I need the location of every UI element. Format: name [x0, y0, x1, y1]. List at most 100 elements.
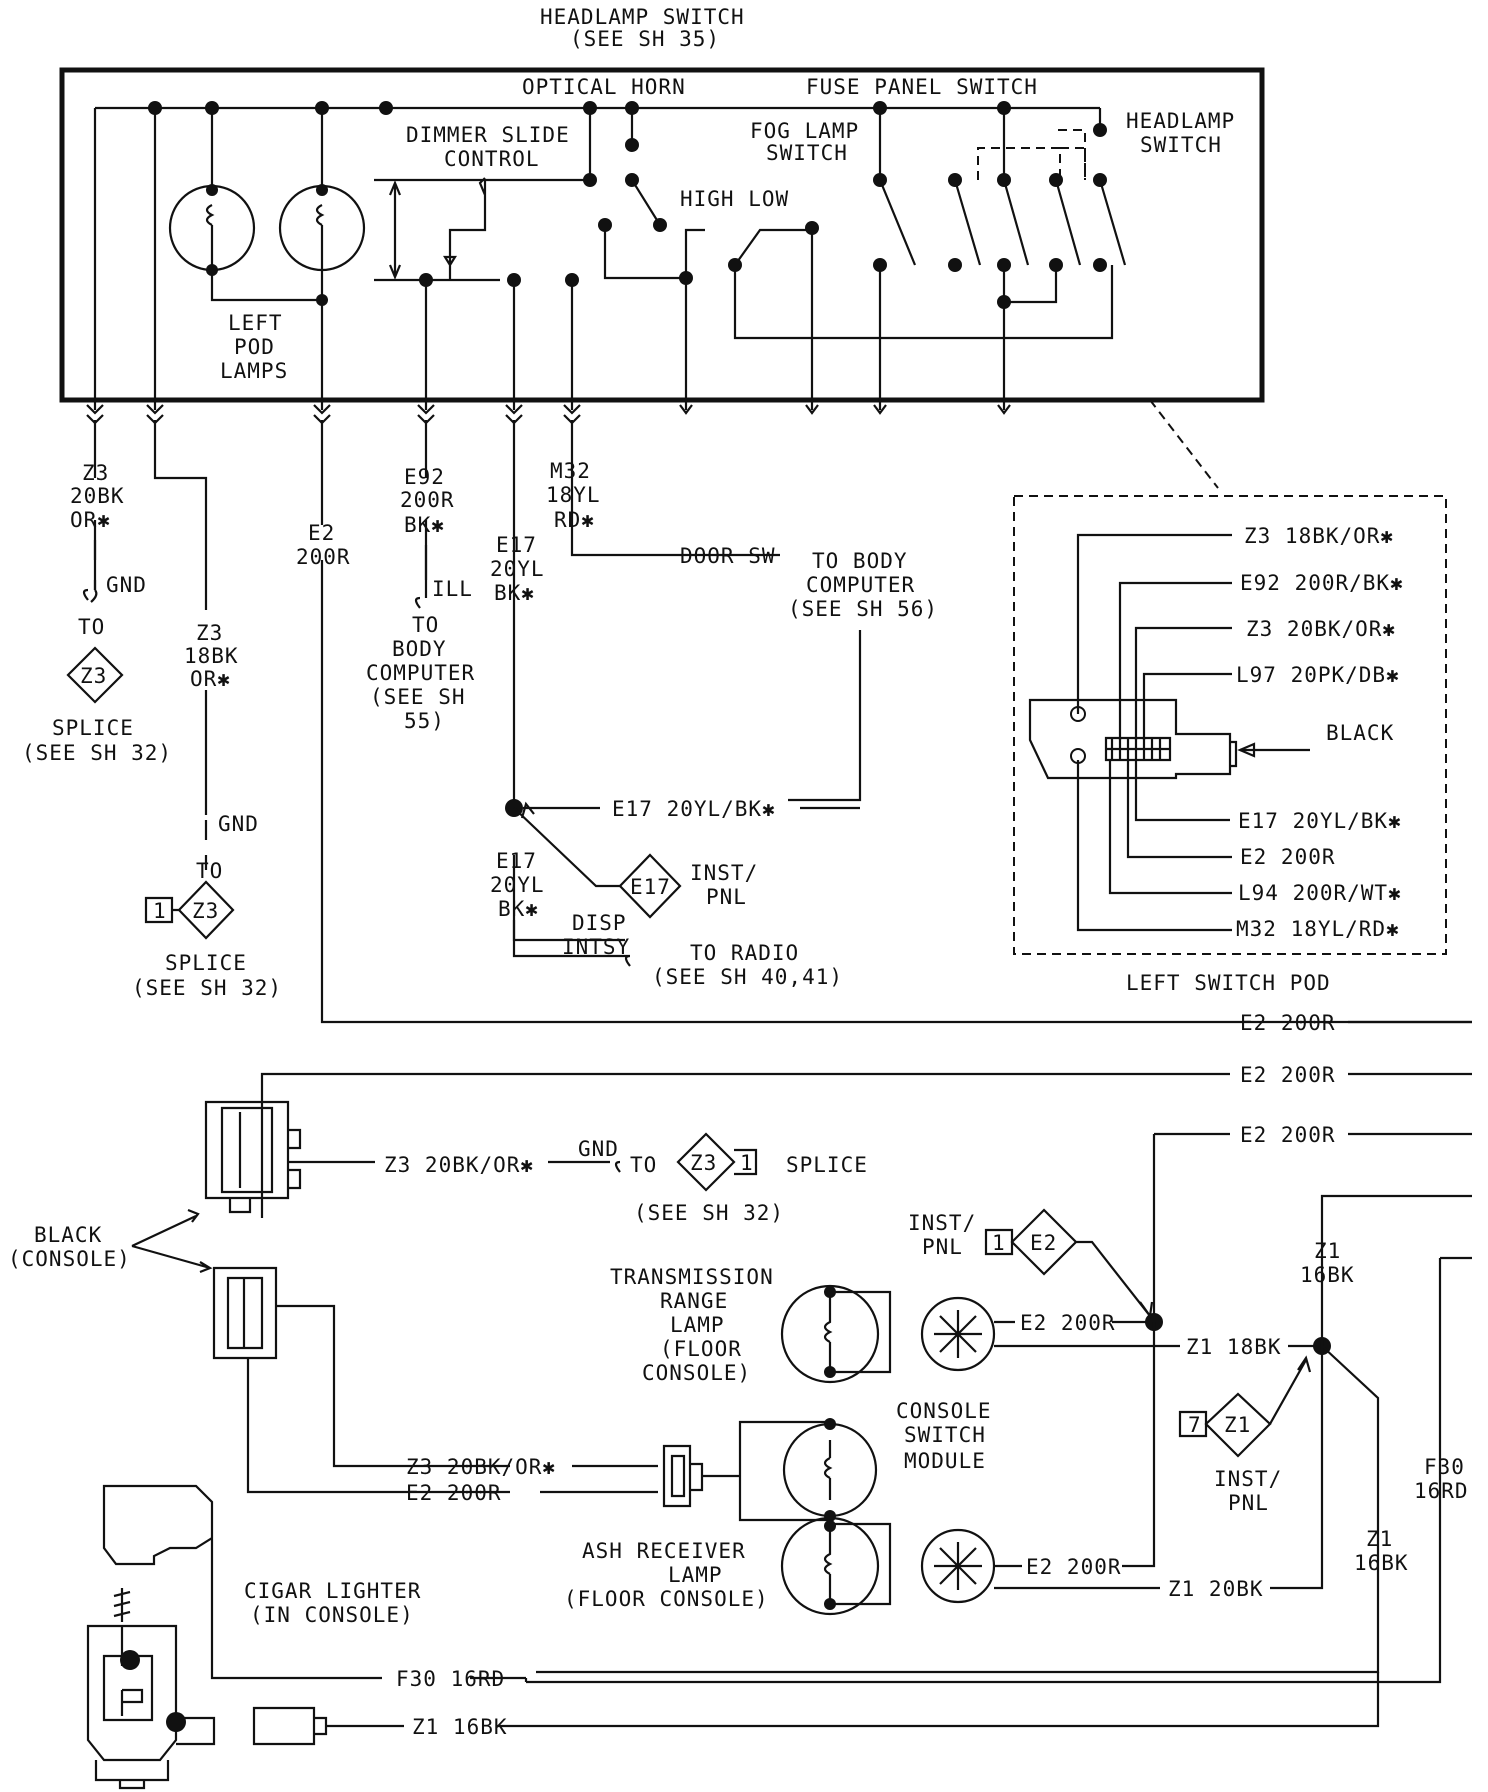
top-bus-wire [95, 106, 1102, 130]
console-switch-wires [702, 1420, 833, 1522]
z1-full-label: Z1 16BK [412, 1715, 508, 1739]
e2-lower-label: E2 200R [406, 1481, 502, 1505]
node [997, 258, 1011, 272]
pod-dashed-box [1013, 495, 1447, 955]
node [873, 173, 887, 187]
inst-pnl-z1-1: INST/ [1214, 1467, 1282, 1491]
node [583, 101, 597, 115]
node [824, 1598, 836, 1610]
splice-z3-b-pin: 1 [153, 899, 167, 923]
headlamp-switch-ref: (SEE SH 35) [570, 27, 720, 51]
pod-lamps-label-3: LAMPS [220, 359, 288, 383]
z1-16bk-b-2: 16BK [1354, 1551, 1409, 1575]
node [205, 101, 219, 115]
e2-run-3 [1152, 1132, 1472, 1316]
pod-connector-pins [1104, 736, 1238, 768]
trans-lamp-wires [823, 1290, 892, 1374]
headlamp-switch-title: HEADLAMP SWITCH [540, 5, 745, 29]
pod-pin-3: Z3 20BK/OR✱ [1246, 617, 1396, 641]
ash-lamp-bulb [780, 1516, 880, 1616]
e17-junction-wires [513, 801, 860, 888]
node [824, 1286, 836, 1298]
node [805, 221, 819, 235]
cigar-1: CIGAR LIGHTER [244, 1579, 421, 1603]
z3-a-3: OR✱ [70, 508, 111, 532]
pod-pin-1: Z3 18BK/OR✱ [1244, 524, 1394, 548]
cigar-z1-run [524, 1672, 1380, 1728]
body-comp-a-1: TO [412, 613, 439, 637]
trans-lamp-wires-out [994, 1320, 1314, 1348]
inst-pnl-e2-2: PNL [922, 1235, 963, 1259]
node [625, 138, 639, 152]
z3-a-1: Z3 [82, 461, 109, 485]
pod-connector-body [1028, 698, 1232, 780]
optical-horn-wires [588, 108, 705, 280]
trans-4: (FLOOR [660, 1337, 742, 1361]
splice-e17-diamond [618, 853, 682, 919]
z1-18bk-label: Z1 18BK [1186, 1335, 1282, 1359]
pod-pin-4: L97 20PK/DB✱ [1236, 663, 1400, 687]
fog-lamp-switch-wires [878, 108, 917, 410]
splice-z1-pin: 7 [1188, 1413, 1202, 1437]
splice-z3-a-diamond [66, 646, 124, 704]
trans-lamp-socket [920, 1296, 996, 1372]
pod-pin-8: M32 18YL/RD✱ [1236, 917, 1400, 941]
z3-lower-label: Z3 20BK/OR✱ [406, 1455, 556, 1479]
disp-pigtail [512, 920, 631, 967]
trans-3: LAMP [670, 1313, 725, 1337]
pod-pin-6: E2 200R [1240, 845, 1336, 869]
gnd-c: GND [578, 1137, 619, 1161]
gnd-b: GND [218, 812, 259, 836]
cigar-lighter-plug [102, 1484, 526, 1680]
node [206, 184, 218, 196]
to-radio-1: TO RADIO [690, 941, 799, 965]
high-low-label: HIGH LOW [680, 187, 789, 211]
node [583, 173, 597, 187]
e92-3: BK✱ [404, 513, 445, 537]
console-sw-3: MODULE [904, 1449, 986, 1473]
node [315, 101, 329, 115]
z3-console-label: Z3 20BK/OR✱ [384, 1153, 534, 1177]
z1-16bk-1: Z1 [1314, 1239, 1341, 1263]
splice-e2-pin: 1 [992, 1231, 1006, 1255]
node [728, 258, 742, 272]
m32-1: M32 [550, 459, 591, 483]
z3-b-3: OR✱ [190, 667, 231, 691]
linkage-dashed [977, 147, 1086, 180]
pod-black-label: BLACK [1326, 721, 1394, 745]
black-console-2: (CONSOLE) [8, 1247, 131, 1271]
e17-b-3: BK✱ [498, 897, 539, 921]
console-section: E2 200R E2 200R E2 200R Z3 20BK/OR✱ GND … [8, 1011, 1472, 1790]
left-switch-pod: BLACK Z3 18BK/OR✱ E92 200R/BK✱ Z3 20BK/O… [1013, 495, 1447, 995]
fuse-panel-switch-label: FUSE PANEL SWITCH [806, 75, 1038, 99]
node [1049, 173, 1063, 187]
e92-1: E92 [404, 465, 445, 489]
body-comp-b-3: (SEE SH 56) [788, 597, 938, 621]
linkage-dashed-2 [1058, 129, 1086, 180]
pod-leads [1076, 533, 1310, 932]
e17-full-label: E17 20YL/BK✱ [612, 797, 776, 821]
splice-e2-id: E2 [1030, 1231, 1057, 1255]
e2-run-2 [260, 1072, 1472, 1218]
ash-socket-detail [934, 1542, 982, 1590]
splice-z3-c [676, 1132, 758, 1192]
cigar-lighter-connector [252, 1706, 536, 1746]
body-comp-a-5: 55) [404, 709, 445, 733]
to-b: TO [196, 859, 223, 883]
node [653, 218, 667, 232]
ill-pigtail [414, 545, 428, 609]
node [625, 173, 639, 187]
headlamp-switch-box [59, 67, 1265, 403]
pod-pin-5: E17 20YL/BK✱ [1238, 809, 1402, 833]
black-arrow [1237, 742, 1256, 758]
m32-3: RD✱ [554, 508, 595, 532]
splice-z3-c-pin: 1 [740, 1151, 754, 1175]
body-comp-a-2: BODY [392, 637, 447, 661]
to-a: TO [78, 615, 105, 639]
splice-z3-b [144, 820, 235, 940]
connector-chevrons [86, 404, 1011, 425]
dimmer-slide-wires [374, 177, 590, 410]
e92-2: 200R [400, 488, 455, 512]
inst-pnl-a-1: INST/ [690, 861, 758, 885]
node [148, 101, 162, 115]
